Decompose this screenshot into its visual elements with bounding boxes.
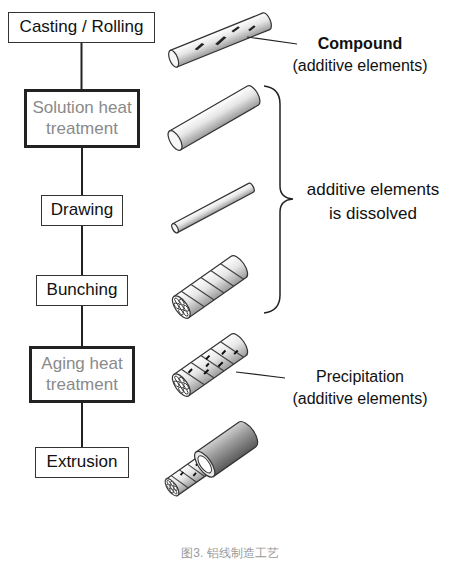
- callout-label: Precipitation (additive elements): [285, 366, 435, 411]
- process-connector: [81, 403, 83, 447]
- sheath-end: [191, 448, 219, 480]
- rod-end: [165, 128, 185, 152]
- strand-lay-lines: [181, 258, 243, 313]
- strand-end: [169, 293, 194, 321]
- process-connector: [81, 306, 83, 346]
- brace-bracket: [264, 86, 293, 313]
- wire-sections: [171, 295, 191, 318]
- process-connector: [81, 226, 83, 275]
- rod-body: [170, 83, 263, 150]
- step-name: Solution heat treatment: [27, 98, 137, 138]
- figure-caption: 图3. 铝线制造工艺: [0, 545, 460, 562]
- solution-rod: [165, 83, 263, 152]
- process-box: Bunching: [36, 275, 128, 306]
- step-name: Aging heat treatment: [32, 354, 132, 394]
- wire-sections: [164, 478, 179, 496]
- rod-end: [167, 49, 181, 69]
- step-name: Extrusion: [47, 452, 118, 472]
- process-box: Casting / Rolling: [8, 12, 155, 43]
- precipitate-marks: [187, 341, 238, 383]
- heat-treatment-box: Aging heat treatment: [29, 346, 135, 403]
- heat-treatment-box: Solution heat treatment: [24, 89, 140, 148]
- process-connector: [81, 148, 83, 195]
- step-name: Drawing: [51, 200, 113, 220]
- wire-body: [173, 182, 256, 232]
- extruded-cable: [160, 418, 262, 502]
- process-box: Extrusion: [35, 447, 129, 478]
- callout-label: Compound (additive elements): [285, 33, 435, 78]
- leader-line: [247, 37, 297, 44]
- aged-strand: [169, 331, 251, 399]
- step-name: Bunching: [47, 280, 118, 300]
- bunched-strand: [169, 253, 251, 321]
- strand-end: [169, 371, 194, 399]
- strand-lay-lines: [181, 336, 243, 391]
- insulation-sheath: [196, 418, 262, 476]
- process-connector: [81, 43, 83, 89]
- leader-line: [236, 372, 285, 378]
- wire-end: [170, 223, 179, 234]
- step-name: Casting / Rolling: [20, 17, 144, 37]
- process-box: Drawing: [41, 195, 123, 226]
- conductor-section: [195, 454, 214, 476]
- callout-label: additive elements is dissolved: [302, 178, 444, 226]
- cast-rod: [167, 11, 274, 68]
- drawn-wire: [170, 182, 255, 234]
- strand-body: [174, 331, 251, 396]
- wire-sections: [171, 373, 191, 396]
- conductor-end: [163, 476, 182, 498]
- strand-body: [174, 253, 251, 318]
- rod-body: [170, 11, 273, 67]
